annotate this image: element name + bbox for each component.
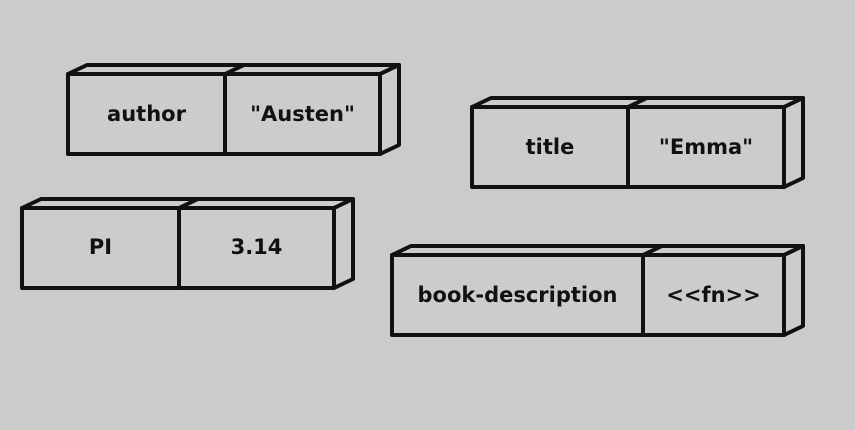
binding-name: title <box>526 135 575 159</box>
binding-author: author "Austen" <box>66 63 401 156</box>
name-cell <box>66 72 227 156</box>
box-side-face <box>378 63 401 156</box>
binding-value: "Austen" <box>250 102 355 126</box>
value-cell <box>177 206 336 290</box>
value-cell <box>641 253 786 337</box>
value-cell <box>223 72 382 156</box>
binding-value: 3.14 <box>231 235 283 259</box>
binding-name: author <box>107 102 187 126</box>
box-side-face <box>782 96 805 189</box>
binding-title: title "Emma" <box>470 96 805 189</box>
binding-name: PI <box>89 235 112 259</box>
name-cell <box>390 253 645 337</box>
name-cell <box>470 105 630 189</box>
box-side-face <box>782 244 805 337</box>
value-cell <box>626 105 786 189</box>
box-side-face <box>332 197 355 290</box>
binding-value: "Emma" <box>659 135 753 159</box>
binding-pi: PI 3.14 <box>20 197 355 290</box>
binding-book-description: book-description <<fn>> <box>390 244 805 337</box>
name-cell <box>20 206 181 290</box>
binding-value: <<fn>> <box>666 283 760 307</box>
binding-name: book-description <box>418 283 618 307</box>
